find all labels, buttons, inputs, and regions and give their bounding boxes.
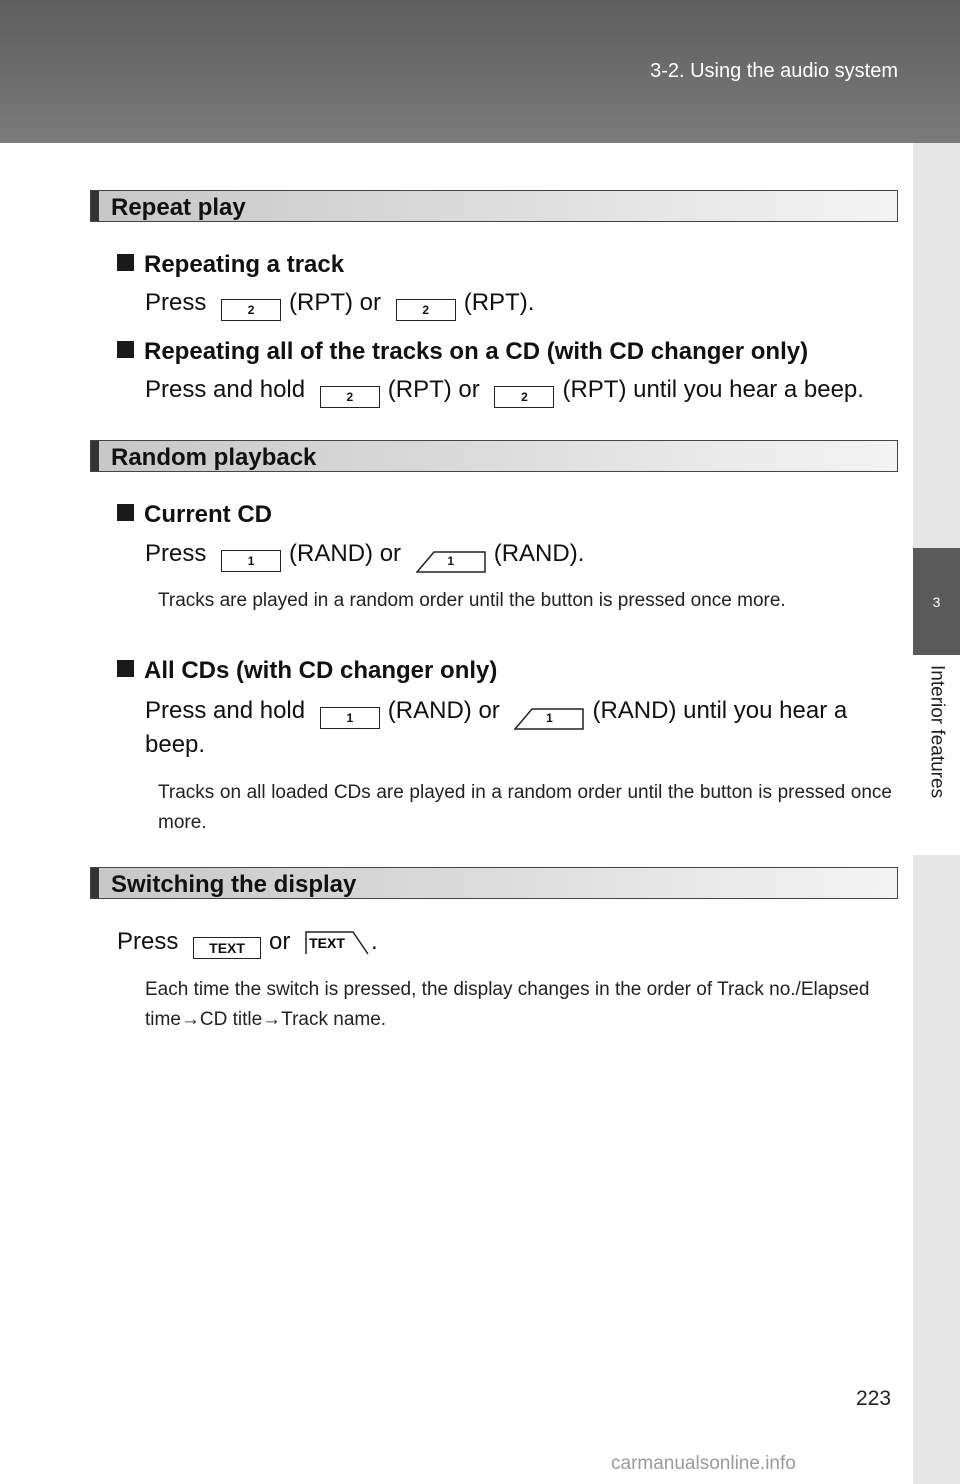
button-2-icon: 2 <box>319 386 380 408</box>
section-heading-display: Switching the display <box>90 867 898 899</box>
header-title: 3-2. Using the audio system <box>650 60 898 82</box>
instruction-line: Press 2(RPT) or 2(RPT). <box>145 289 534 321</box>
side-bar-top <box>913 143 960 548</box>
instruction-line: Press 1(RAND) or 1(RAND). <box>145 540 584 573</box>
section-heading-repeat: Repeat play <box>90 190 898 222</box>
button-1-icon: 1 <box>221 550 282 572</box>
instruction-line: Press and hold 1(RAND) or 1(RAND) until … <box>145 697 892 730</box>
square-bullet-icon <box>117 660 134 677</box>
side-bar-bottom <box>913 855 960 1484</box>
page-header: 3-2. Using the audio system <box>0 0 960 143</box>
button-2-icon: 2 <box>221 299 282 321</box>
section-title: Repeat play <box>111 194 246 221</box>
svg-text:TEXT: TEXT <box>309 935 345 951</box>
instruction-line: Press and hold 2(RPT) or 2(RPT) until yo… <box>145 376 864 408</box>
section-heading-random: Random playback <box>90 440 898 472</box>
page-number: 223 <box>856 1387 892 1410</box>
subheading-all-cds: All CDs (with CD changer only) <box>117 657 497 685</box>
subheading-repeat-all: Repeating all of the tracks on a CD (wit… <box>117 338 808 366</box>
square-bullet-icon <box>117 504 134 521</box>
text-button-icon: TEXT <box>193 937 262 959</box>
button-1-icon: 1 <box>319 707 380 729</box>
watermark: carmanualsonline.info <box>611 1453 796 1474</box>
note-text: Each time the switch is pressed, the dis… <box>145 979 870 1030</box>
section-title: Random playback <box>111 444 317 471</box>
chapter-tab-label: Interior features <box>913 655 960 855</box>
note-text: Tracks on all loaded CDs are played in a… <box>158 782 892 833</box>
note-text: Tracks are played in a random order unti… <box>158 590 786 611</box>
square-bullet-icon <box>117 254 134 271</box>
button-1-slanted-icon: 1 <box>415 551 486 573</box>
section-title: Switching the display <box>111 871 357 898</box>
button-1-slanted-icon: 1 <box>514 708 585 730</box>
text-button-slanted-icon: TEXT <box>305 931 369 955</box>
button-2-icon: 2 <box>494 386 555 408</box>
instruction-line-cont: beep. <box>145 731 206 758</box>
button-2-icon: 2 <box>395 299 456 321</box>
subheading-repeat-track: Repeating a track <box>117 251 344 279</box>
chapter-tab-number: 3 <box>913 548 960 655</box>
square-bullet-icon <box>117 341 134 358</box>
subheading-current-cd: Current CD <box>117 501 272 529</box>
chapter-tab-label-text: Interior features <box>926 665 948 799</box>
